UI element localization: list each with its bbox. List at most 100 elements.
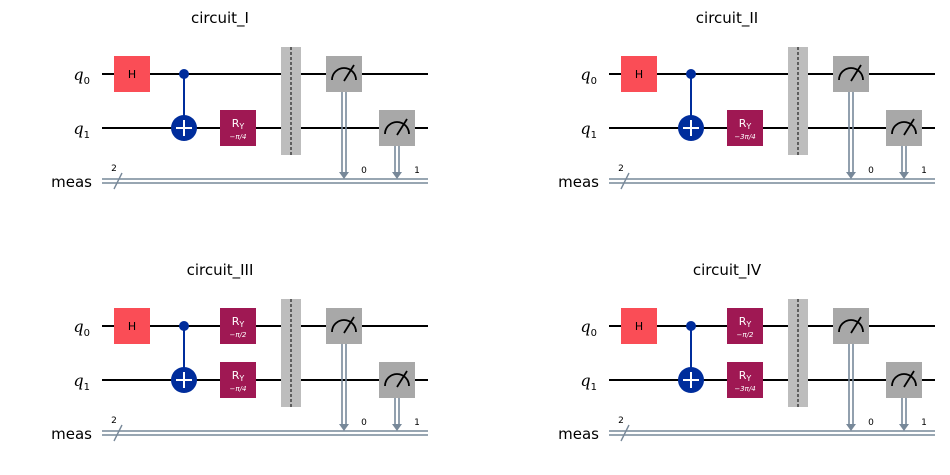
creg-label: meas [51,425,92,443]
measure-gate [886,110,922,146]
ry-gate-axis: Y [745,122,751,131]
barrier [281,47,301,155]
h-gate-label: H [635,320,643,333]
cnot-control-dot [686,321,696,331]
qubit-name: q [73,317,83,336]
qubit-index: 0 [84,328,90,339]
meter-arc-icon [891,121,917,135]
h-gate [114,56,150,92]
measure-gate [379,110,415,146]
meter-arc-icon [891,373,917,387]
qubit-label-1: q1 [580,119,597,141]
ry-gate-label: RY [232,315,245,329]
measure-bit-index: 0 [361,166,367,176]
qubit-label-0: q0 [580,317,597,339]
meter-arc-icon [331,319,357,333]
circuit-title: circuit_III [187,261,254,280]
ry-gate-name: R [739,117,747,130]
ry-gate-label: RY [739,369,752,383]
qubit-label-0: q0 [73,317,90,339]
creg-size: 2 [618,164,624,174]
h-gate [621,308,657,344]
meter-needle-icon [343,64,355,82]
ry-gate-axis: Y [238,320,244,329]
h-gate-label: H [128,320,136,333]
ry-gate-param: −π/2 [230,331,247,339]
measure-bit-index: 1 [414,418,420,428]
meter-arc-icon [838,319,864,333]
qubit-index: 1 [591,130,597,141]
measure-arrow [846,172,856,179]
creg-label: meas [51,173,92,191]
ry-gate-name: R [232,315,240,328]
measure-arrow [846,424,856,431]
qubit-name: q [580,317,590,336]
circuit-title: circuit_II [696,9,758,28]
measure-gate [833,308,869,344]
circuit-title: circuit_I [191,9,249,28]
creg-slash [113,424,123,442]
measure-arrow [392,172,402,179]
ry-gate-name: R [232,117,240,130]
measure-arrow [899,172,909,179]
qubit-name: q [580,371,590,390]
qubit-index: 0 [84,76,90,87]
measure-gate [326,308,362,344]
qubit-label-0: q0 [73,65,90,87]
qubit-name: q [73,371,83,390]
qubit-name: q [580,65,590,84]
qubit-name: q [580,119,590,138]
qubit-index: 0 [591,76,597,87]
meter-needle-icon [903,370,915,388]
meter-needle-icon [850,316,862,334]
ry-gate [727,308,763,344]
qubit-index: 1 [84,130,90,141]
qubit-index: 1 [84,382,90,393]
ry-gate-label: RY [739,117,752,131]
measure-arrow [392,424,402,431]
ry-gate-param: −π/4 [230,133,247,141]
qubit-label-0: q0 [580,65,597,87]
ry-gate-name: R [232,369,240,382]
ry-gate-param: −3π/4 [734,133,755,141]
cnot-control-dot [179,69,189,79]
creg-slash [620,172,630,190]
creg-size: 2 [111,416,117,426]
qubit-name: q [73,119,83,138]
ry-gate-name: R [739,315,747,328]
measure-bit-index: 0 [868,166,874,176]
meter-needle-icon [396,370,408,388]
h-gate [114,308,150,344]
measure-arrow [339,424,349,431]
qubit-label-1: q1 [73,371,90,393]
measure-bit-index: 0 [868,418,874,428]
meter-needle-icon [850,64,862,82]
meter-arc-icon [331,67,357,81]
measure-arrow [899,424,909,431]
ry-gate [727,110,763,146]
qubit-index: 1 [591,382,597,393]
ry-gate-label: RY [232,117,245,131]
h-gate-label: H [635,68,643,81]
ry-gate-axis: Y [745,374,751,383]
measure-bit-index: 1 [414,166,420,176]
ry-gate [220,362,256,398]
creg-label: meas [558,173,599,191]
ry-gate-param: −3π/4 [734,385,755,393]
ry-gate-axis: Y [745,320,751,329]
measure-gate [379,362,415,398]
creg-slash [620,424,630,442]
meter-arc-icon [384,121,410,135]
ry-gate [220,110,256,146]
creg-size: 2 [618,416,624,426]
measure-gate [326,56,362,92]
h-gate-label: H [128,68,136,81]
measure-arrow [339,172,349,179]
barrier [281,299,301,407]
meter-needle-icon [396,118,408,136]
meter-arc-icon [838,67,864,81]
